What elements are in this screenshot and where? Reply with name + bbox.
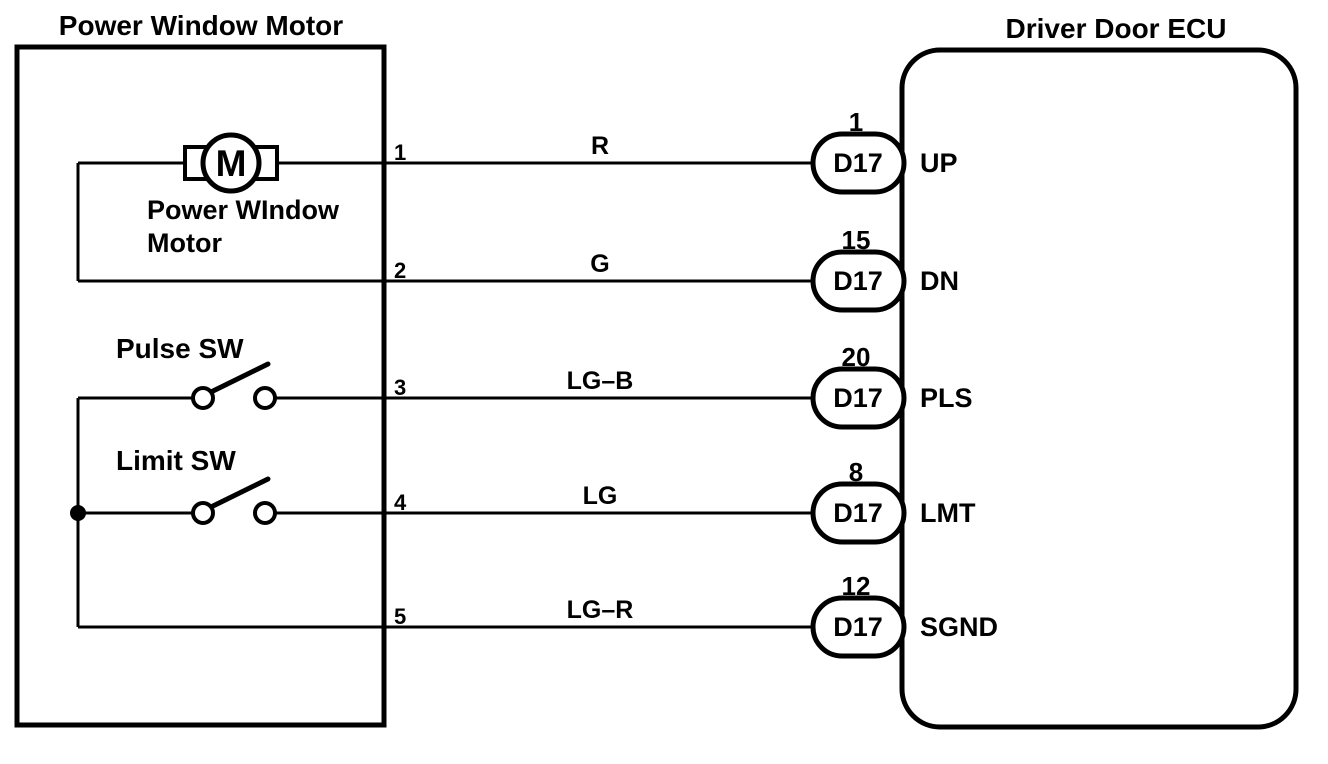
ecu-signal-label: SGND — [920, 612, 998, 642]
connector-code: D17 — [833, 498, 883, 528]
wire-terminal-number: 5 — [394, 604, 406, 629]
limit-switch: Limit SW — [116, 445, 277, 525]
pulse-switch-terminal-right — [253, 386, 277, 410]
motor-circle — [200, 132, 262, 194]
junction-dot — [70, 505, 86, 521]
connector-code: D17 — [833, 612, 883, 642]
wire-color-code: R — [591, 132, 609, 160]
limit-switch-lever — [208, 476, 271, 510]
power-window-motor-box — [14, 44, 387, 728]
d17-connector-oval — [810, 131, 907, 195]
limit-switch-terminal-left — [191, 501, 215, 525]
wire-row-4: 4 LG 8 D17 LMT — [394, 457, 976, 545]
ecu-signal-label: PLS — [920, 383, 973, 413]
wire-terminal-number: 4 — [394, 490, 407, 515]
ecu-pin-number: 1 — [849, 107, 863, 137]
pulse-switch-label: Pulse SW — [116, 333, 244, 364]
driver-door-ecu-box-title: Driver Door ECU — [1006, 13, 1227, 44]
wire-row-3: 3 LG–B 20 D17 PLS — [394, 342, 973, 430]
power-window-motor-box-title: Power Window Motor — [59, 10, 343, 41]
limit-switch-label: Limit SW — [116, 445, 236, 476]
motor-letter: M — [216, 143, 247, 184]
wire-terminal-number: 3 — [394, 375, 406, 400]
connector-code: D17 — [833, 383, 883, 413]
ecu-signal-label: DN — [920, 266, 959, 296]
d17-connector-oval — [810, 595, 907, 659]
motor-label-line1: Power WIndow — [147, 195, 340, 225]
wire-terminal-number: 1 — [394, 140, 406, 165]
wire-color-code: LG — [583, 482, 618, 510]
wire-row-1: 1 R 1 D17 UP — [394, 107, 958, 195]
limit-switch-terminal-right — [253, 501, 277, 525]
d17-connector-oval — [810, 481, 907, 545]
wire-lines — [70, 161, 813, 629]
pulse-switch-lever — [208, 361, 271, 395]
wire-color-code: G — [590, 250, 609, 278]
connector-code: D17 — [833, 148, 883, 178]
wire-row-2: 2 G 15 D17 DN — [394, 225, 959, 313]
motor-label-line2: Motor — [147, 228, 222, 258]
wire-row-5: 5 LG–R 12 D17 SGND — [394, 571, 998, 659]
ecu-signal-label: UP — [920, 148, 958, 178]
pulse-switch: Pulse SW — [116, 333, 277, 410]
d17-connector-oval — [810, 366, 907, 430]
ecu-pin-number: 8 — [849, 457, 863, 487]
wire-color-code: LG–R — [567, 596, 634, 624]
d17-connector-oval — [810, 249, 907, 313]
pulse-switch-terminal-left — [191, 386, 215, 410]
ecu-signal-label: LMT — [920, 498, 976, 528]
wire-color-code: LG–B — [567, 367, 634, 395]
wire-terminal-number: 2 — [394, 258, 406, 283]
motor-symbol: M — [183, 132, 279, 194]
connector-code: D17 — [833, 266, 883, 296]
